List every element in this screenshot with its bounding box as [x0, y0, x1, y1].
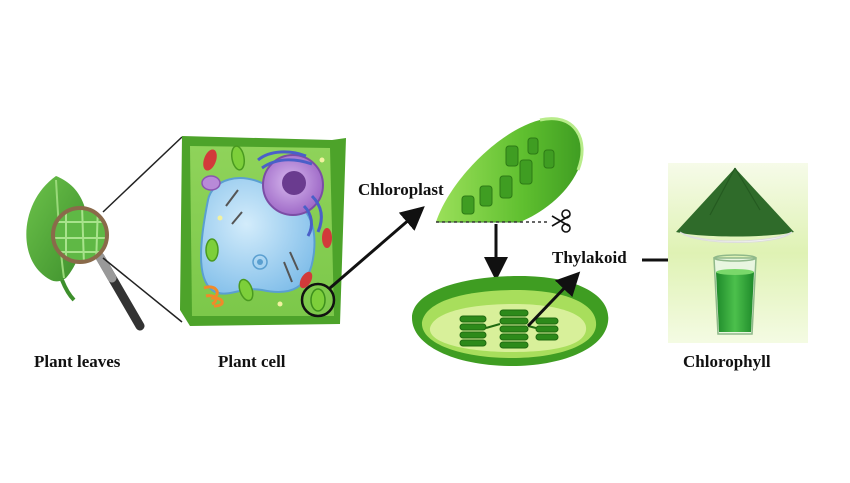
chloroplast-icon: [436, 117, 584, 223]
arrow-to-thylakoid: [526, 271, 581, 328]
arrow-to-chloroplast: [329, 206, 425, 290]
zoom-line-bottom: [102, 257, 183, 323]
label-chlorophyll: Chlorophyll: [683, 352, 771, 371]
label-plant-cell: Plant cell: [218, 352, 286, 371]
magnifier-icon: [51, 206, 145, 331]
chlorophyll-powder-icon: [676, 167, 794, 243]
label-thylakoid: Thylakoid: [552, 248, 627, 267]
label-chloroplast: Chloroplast: [358, 180, 444, 199]
zoom-line-top: [102, 136, 183, 213]
label-plant-leaves: Plant leaves: [34, 352, 121, 371]
scissors-icon: [551, 209, 571, 233]
chloroplast-cross-section-icon: [412, 276, 609, 366]
zoom-circle: [300, 282, 336, 318]
green-juice-glass-icon: [713, 254, 757, 335]
plant-cell-icon: [180, 136, 346, 326]
